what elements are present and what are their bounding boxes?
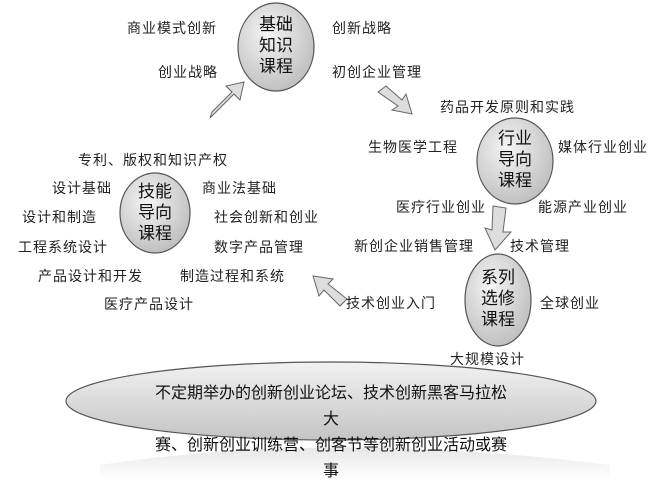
course-item: 社会创新和创业 xyxy=(214,210,319,226)
circle-line: 导向 xyxy=(138,203,172,223)
course-item: 技术创业入门 xyxy=(346,296,436,312)
course-item: 设计和制造 xyxy=(22,210,97,226)
elective-circle xyxy=(464,253,532,347)
basic-circle xyxy=(237,2,315,92)
industry-course-label: 行业导向课程 xyxy=(495,129,535,192)
course-item: 制造过程和系统 xyxy=(180,269,285,285)
course-item: 商业模式创新 xyxy=(127,21,217,37)
arrow-up-right xyxy=(209,81,245,119)
course-item: 专利、版权和知识产权 xyxy=(78,153,228,169)
activities-line: 赛、创新创业训练营、创客节等创新创业活动或赛事 xyxy=(154,435,507,480)
circle-line: 课程 xyxy=(259,57,293,77)
course-item: 数字产品管理 xyxy=(214,240,304,256)
arrow-down-right xyxy=(377,85,413,115)
circle-line: 课程 xyxy=(481,310,515,330)
course-item: 商业法基础 xyxy=(202,181,277,197)
course-item: 产品设计和开发 xyxy=(38,269,143,285)
course-item: 药品开发原则和实践 xyxy=(440,100,575,116)
activities-line: 不定期举办的创新创业论坛、技术创新黑客马拉松大 xyxy=(154,383,507,428)
circle-line: 知识 xyxy=(259,36,293,56)
course-item: 生物医学工程 xyxy=(368,140,458,156)
circle-line: 基础 xyxy=(259,15,293,35)
circle-line: 课程 xyxy=(138,224,172,244)
activities-ellipse xyxy=(65,361,597,441)
circle-line: 技能 xyxy=(138,182,172,202)
course-item: 工程系统设计 xyxy=(18,240,108,256)
elective-course-label: 系列选修课程 xyxy=(478,268,518,331)
arrow-up-left xyxy=(312,275,348,307)
circle-line: 行业 xyxy=(498,129,532,149)
course-item: 全球创业 xyxy=(540,296,600,312)
course-item: 新创企业销售管理 xyxy=(354,239,474,255)
course-item: 能源产业创业 xyxy=(538,200,628,216)
activities-text: 不定期举办的创新创业论坛、技术创新黑客马拉松大 赛、创新创业训练营、创客节等创新… xyxy=(150,380,512,484)
skill-circle xyxy=(119,172,191,254)
circle-line: 系列 xyxy=(481,268,515,288)
basic-course-label: 基础知识课程 xyxy=(256,15,296,78)
circle-line: 导向 xyxy=(498,150,532,170)
course-item: 创新战略 xyxy=(332,21,392,37)
skill-course-label: 技能导向课程 xyxy=(135,182,175,245)
circle-line: 课程 xyxy=(498,171,532,191)
course-item: 医疗产品设计 xyxy=(104,297,194,313)
industry-circle xyxy=(476,117,554,205)
course-item: 大规模设计 xyxy=(450,352,525,368)
course-item: 初创企业管理 xyxy=(332,65,422,81)
course-item: 设计基础 xyxy=(52,181,112,197)
arrow-down xyxy=(484,205,513,251)
course-item: 创业战略 xyxy=(158,65,218,81)
course-item: 媒体行业创业 xyxy=(558,140,648,156)
ellipse-reflection xyxy=(100,447,610,478)
circle-line: 选修 xyxy=(481,289,515,309)
course-item: 技术管理 xyxy=(510,239,570,255)
course-item: 医疗行业创业 xyxy=(396,200,486,216)
